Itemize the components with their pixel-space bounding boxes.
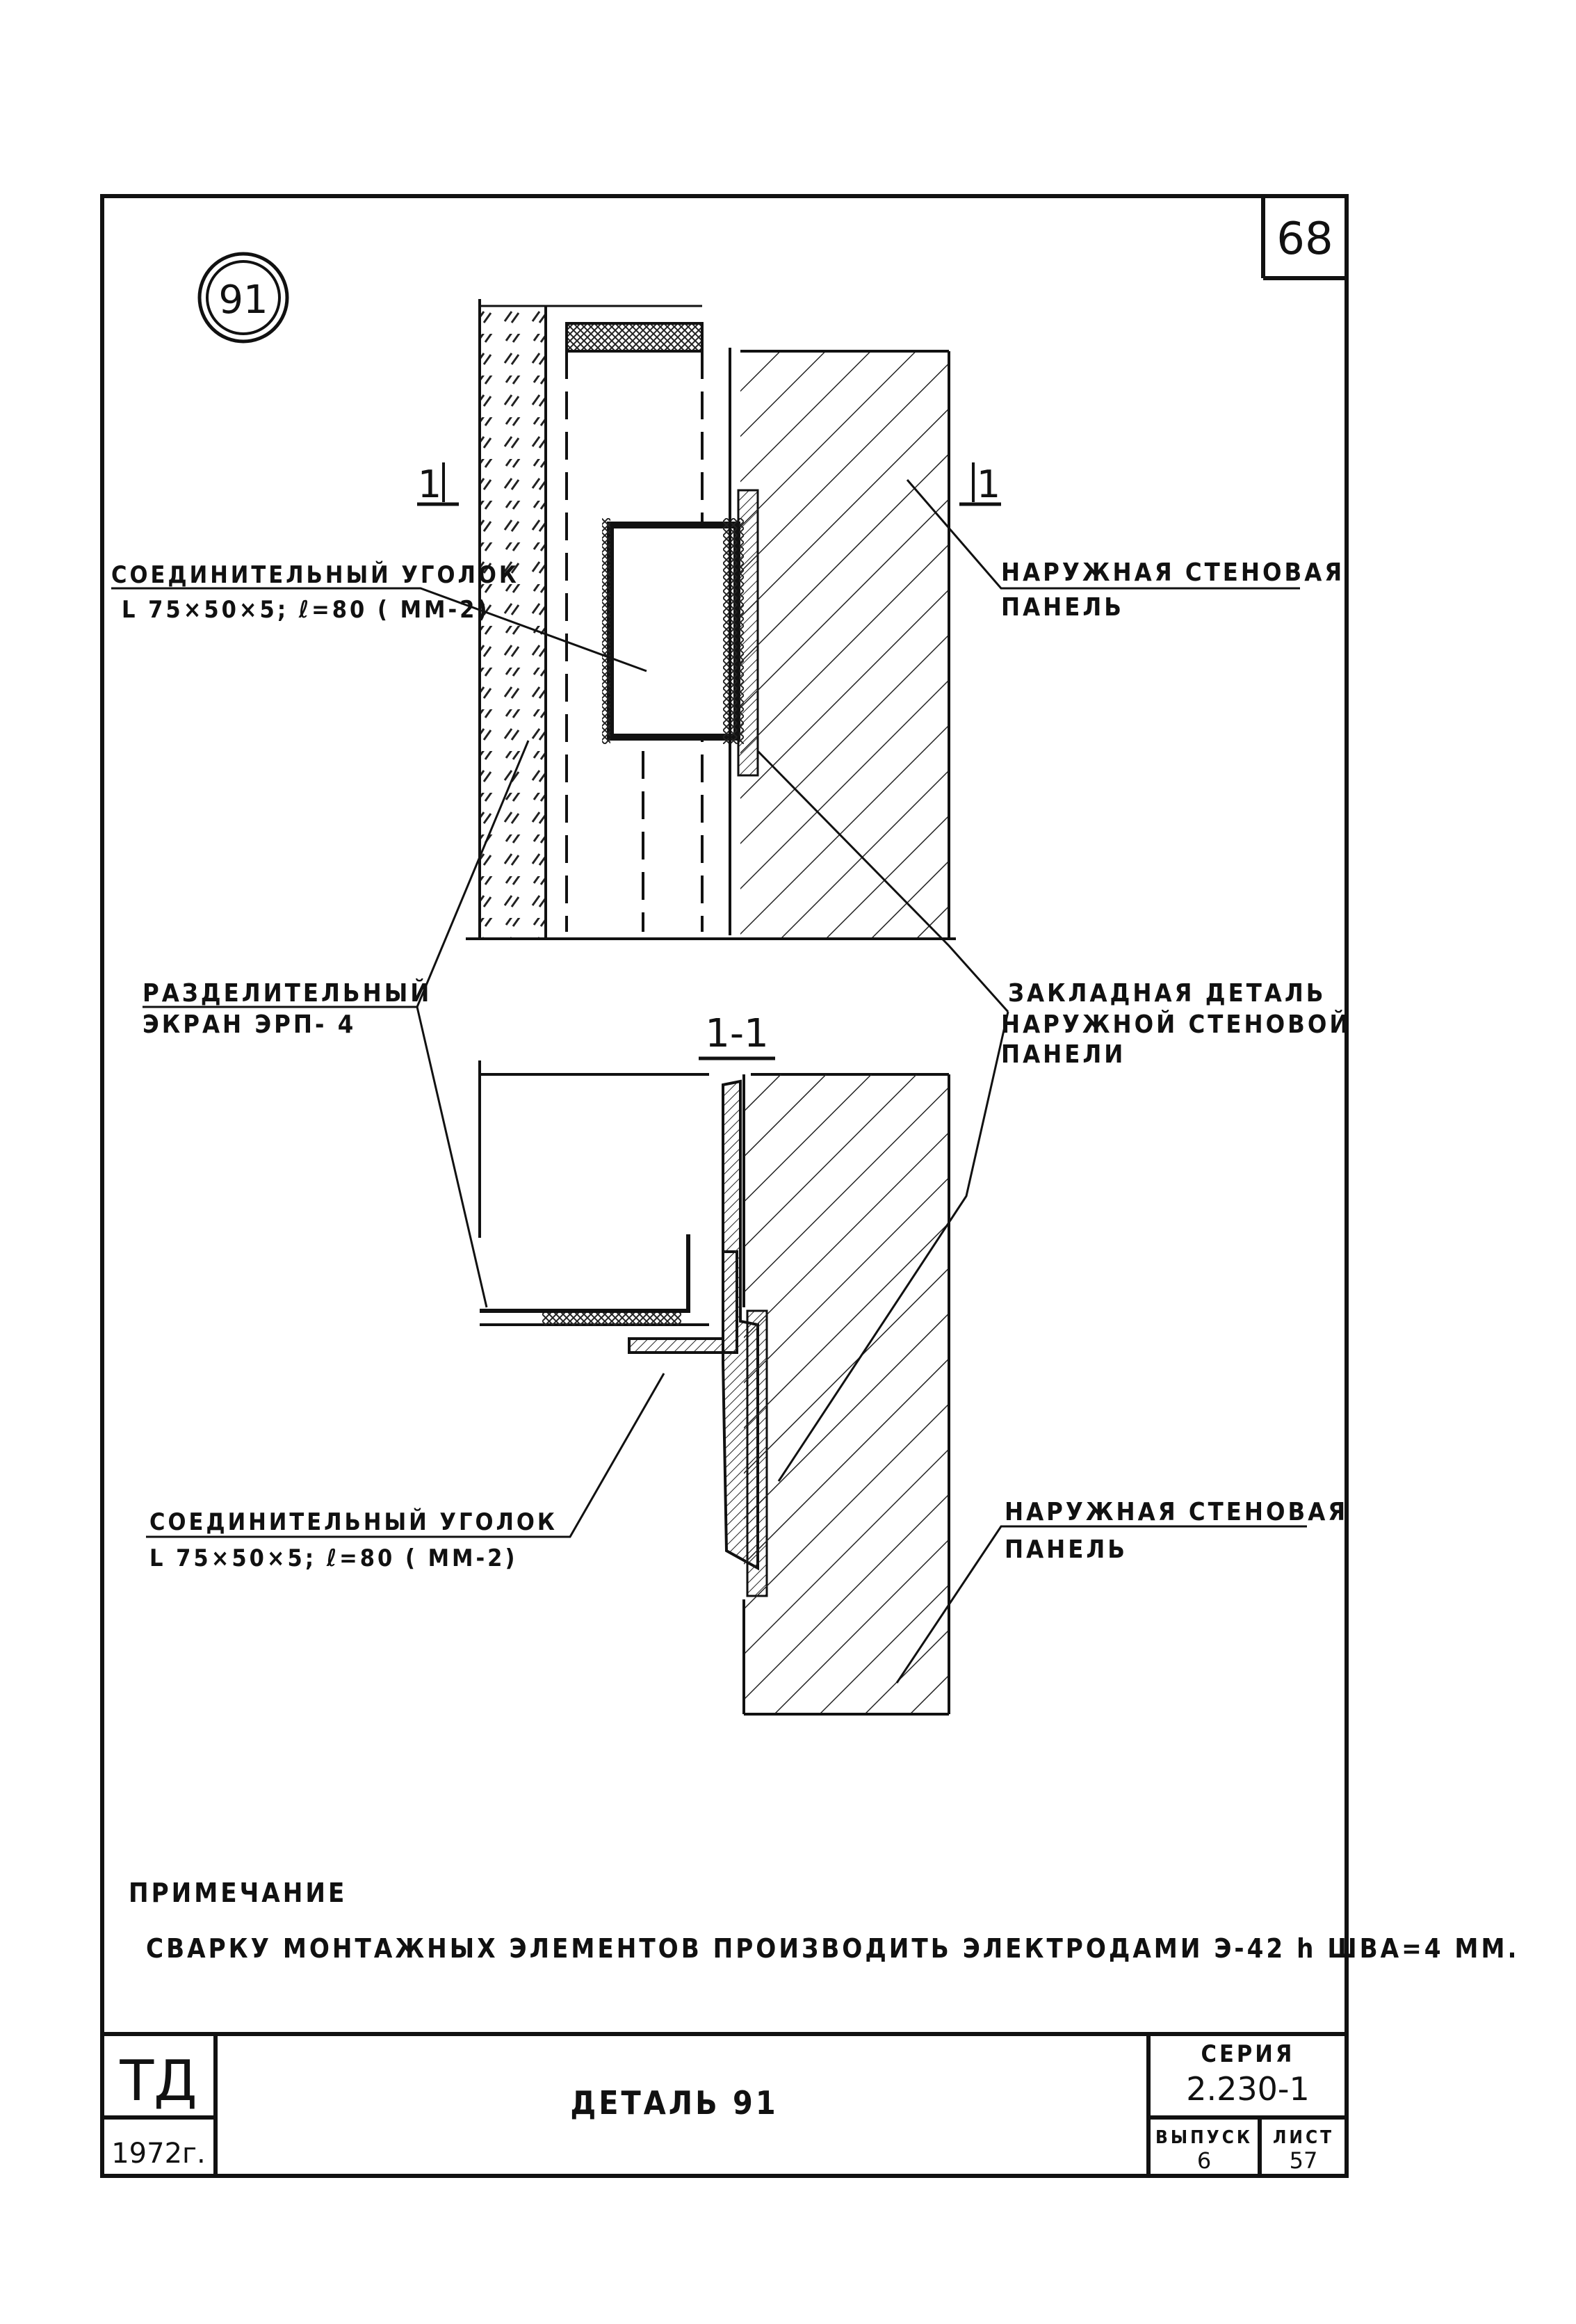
series-label: СЕРИЯ	[1201, 2040, 1295, 2068]
note-heading: ПРИМЕЧАНИЕ	[129, 1878, 347, 1908]
callout-labels: СОЕДИНИТЕЛЬНЫЙ УГОЛОК L 75×50×5; ℓ=80 ( …	[111, 558, 1351, 1572]
series-value: 2.230-1	[1186, 2070, 1310, 2108]
issue-value: 6	[1197, 2147, 1211, 2174]
issue-label: ВЫПУСК	[1155, 2127, 1253, 2148]
title-block	[102, 2032, 1347, 2176]
sheet-value: 57	[1290, 2147, 1318, 2174]
outer-panel-bottom-label-2: ПАНЕЛЬ	[1005, 1535, 1128, 1564]
embedded-label-2: НАРУЖНОЙ СТЕНОВОЙ	[1001, 1010, 1351, 1039]
drawing-title: ДЕТАЛЬ 91	[570, 2084, 778, 2122]
section-mark-right: 1	[977, 462, 1000, 506]
sheet-number: 68	[1276, 213, 1333, 265]
embedded-label-3: ПАНЕЛИ	[1001, 1040, 1126, 1069]
year: 1972г.	[111, 2138, 206, 2170]
connector-top-label-2: L 75×50×5; ℓ=80 ( ММ-2)	[122, 596, 489, 624]
embedded-label-1: ЗАКЛАДНАЯ ДЕТАЛЬ	[1008, 979, 1326, 1008]
note-block: ПРИМЕЧАНИЕ СВАРКУ МОНТАЖНЫХ ЭЛЕМЕНТОВ ПР…	[129, 1878, 1519, 1964]
section-title: 1-1	[705, 1011, 768, 1056]
outer-panel-bottom-label-1: НАРУЖНАЯ СТЕНОВАЯ	[1005, 1498, 1348, 1526]
outer-panel-top-label-2: ПАНЕЛЬ	[1001, 593, 1124, 622]
section-view: 1-1	[478, 1011, 950, 1716]
connector-bottom-label-2: L 75×50×5; ℓ=80 ( ММ-2)	[149, 1544, 517, 1572]
sheet-frame	[100, 194, 1349, 2178]
top-plan-view: 1 1	[417, 299, 1001, 940]
connector-top-label-1: СОЕДИНИТЕЛЬНЫЙ УГОЛОК	[111, 560, 519, 589]
note-text: СВАРКУ МОНТАЖНЫХ ЭЛЕМЕНТОВ ПРОИЗВОДИТЬ Э…	[146, 1933, 1519, 1964]
detail-marker: 91	[197, 252, 289, 344]
separator-label-1: РАЗДЕЛИТЕЛЬНЫЙ	[143, 978, 432, 1008]
outer-panel-top-label-1: НАРУЖНАЯ СТЕНОВАЯ	[1001, 558, 1345, 587]
leader-lines	[111, 479, 1307, 1684]
sheet-label: ЛИСТ	[1273, 2127, 1334, 2148]
org-mark: ТД	[119, 2049, 197, 2113]
connector-bottom-label-1: СОЕДИНИТЕЛЬНЫЙ УГОЛОК	[149, 1508, 558, 1536]
svg-text:91: 91	[218, 277, 268, 323]
separator-label-2: ЭКРАН ЭРП- 4	[143, 1010, 356, 1039]
section-mark-left: 1	[418, 462, 441, 506]
